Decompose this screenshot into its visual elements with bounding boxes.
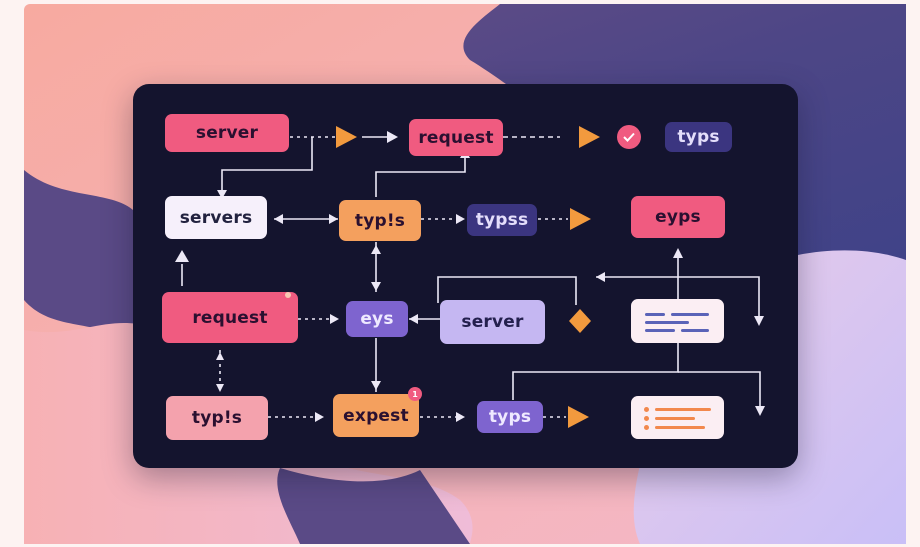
node-typis-bottom[interactable]: typ!s: [166, 396, 268, 440]
node-eys[interactable]: eys: [346, 301, 408, 337]
node-typss[interactable]: typss: [467, 204, 537, 236]
check-icon[interactable]: [617, 125, 641, 149]
corner-dot-icon: [285, 292, 291, 298]
node-typis-center[interactable]: typ!s: [339, 200, 421, 241]
node-typs-top[interactable]: typs: [665, 122, 732, 152]
node-expest[interactable]: expest: [333, 394, 419, 437]
list-card-icon[interactable]: [631, 396, 724, 439]
node-server-mid[interactable]: server: [440, 300, 545, 344]
node-eyps[interactable]: eyps: [631, 196, 725, 238]
text-lines-card-icon[interactable]: [631, 299, 724, 343]
node-servers[interactable]: servers: [165, 196, 267, 239]
node-request-top[interactable]: request: [409, 119, 503, 156]
node-typs-bottom[interactable]: typs: [477, 401, 543, 433]
notification-badge: 1: [408, 387, 422, 401]
node-server-top[interactable]: server: [165, 114, 289, 152]
node-request-mid[interactable]: request: [162, 292, 298, 343]
